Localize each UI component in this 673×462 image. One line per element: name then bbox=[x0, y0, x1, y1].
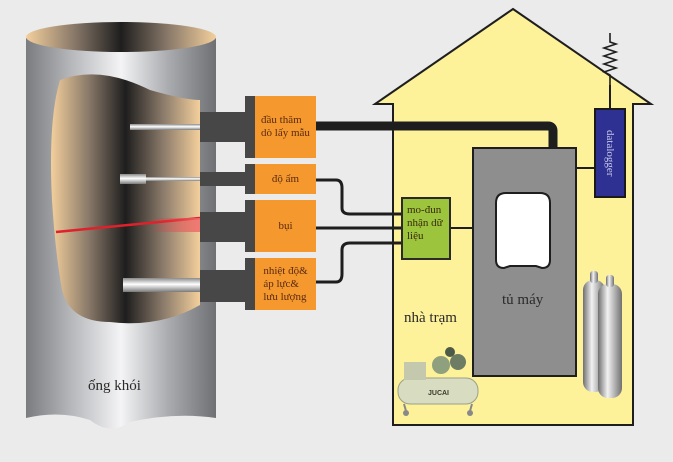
sensor-label-line: lưu lượng bbox=[263, 290, 307, 303]
cabinet-window bbox=[495, 192, 551, 270]
sensor-box-sampling-probe[interactable]: đầu thăm dò lấy mẫu bbox=[255, 96, 316, 158]
sensor-label-line: độ ẩm bbox=[271, 172, 300, 185]
temp-pressure-probe-rod bbox=[123, 278, 200, 292]
humidity-probe-rod bbox=[146, 177, 200, 181]
datalogger-box[interactable]: datalogger bbox=[594, 108, 626, 198]
cabinet-label: tủ máy bbox=[502, 292, 544, 308]
sampling-probe-rod bbox=[130, 124, 200, 130]
module-label-line: nhận dữ bbox=[407, 217, 443, 229]
antenna-icon bbox=[601, 33, 619, 85]
instrument-cabinet bbox=[472, 147, 577, 377]
chimney-label: ống khói bbox=[88, 378, 141, 394]
chimney bbox=[26, 22, 216, 429]
sensor-label-line: bụi bbox=[278, 219, 293, 232]
sensor-box-temp-pressure-flow[interactable]: nhiệt độ& áp lực& lưu lượng bbox=[255, 258, 316, 310]
sensor-box-humidity[interactable]: độ ẩm bbox=[255, 164, 316, 194]
sensor-label-line: áp lực& bbox=[263, 277, 299, 290]
air-compressor-icon: JUCAI bbox=[397, 347, 479, 416]
data-acquisition-module[interactable]: mo-đun nhận dữ liệu bbox=[401, 197, 451, 260]
chimney-cutaway bbox=[51, 74, 200, 324]
sensor-box-dust[interactable]: bụi bbox=[255, 200, 316, 252]
compressor-brand: JUCAI bbox=[428, 390, 449, 397]
sensor-flanges bbox=[200, 96, 255, 310]
gas-cylinders-icon bbox=[583, 271, 622, 398]
station-label: nhà trạm bbox=[404, 310, 457, 326]
chimney-top-opening bbox=[26, 22, 216, 52]
datalogger-label: datalogger bbox=[604, 129, 616, 177]
sensor-label-line: dò lấy mẫu bbox=[261, 127, 310, 139]
module-label-line: mo-đun bbox=[407, 204, 442, 216]
module-label-line: liệu bbox=[407, 230, 424, 242]
sample-line bbox=[316, 121, 558, 148]
laser-glow bbox=[150, 218, 200, 232]
sensor-label-line: nhiệt độ& bbox=[263, 264, 308, 277]
sensor-label-line: đầu thăm bbox=[261, 114, 302, 126]
humidity-probe-body bbox=[120, 174, 146, 184]
